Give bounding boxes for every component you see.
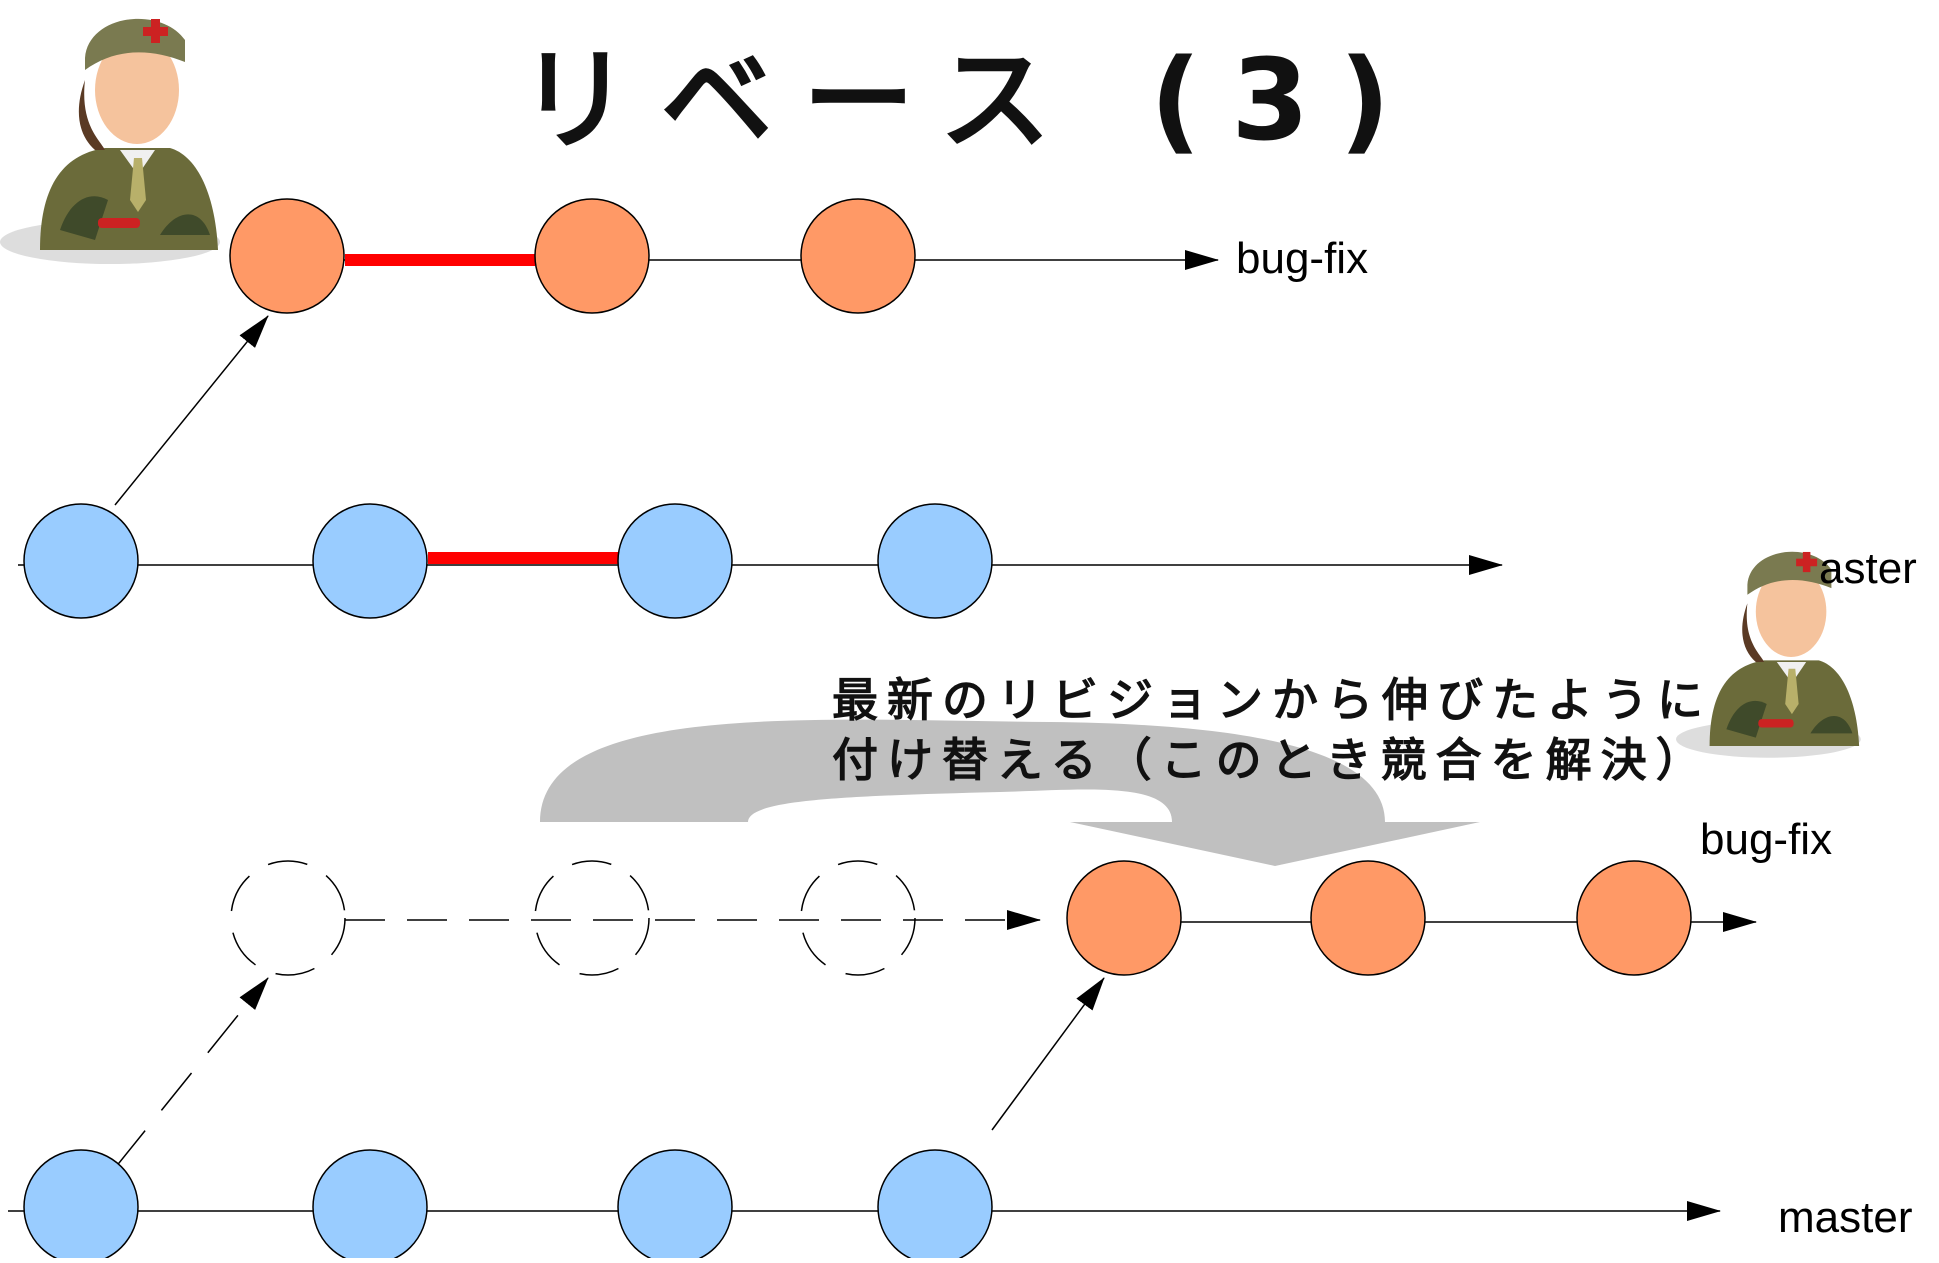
branch-label-master-bottom: master — [1778, 1193, 1913, 1242]
rebased-branch-arrow — [991, 977, 1105, 1131]
rebased-commit — [1310, 860, 1426, 976]
master-commit — [877, 1149, 993, 1263]
master-commit — [23, 1149, 139, 1263]
rebase-note-line1: 最新のリビジョンから伸びたように — [832, 673, 1712, 727]
master-commit — [312, 1149, 428, 1263]
master-commit — [23, 503, 139, 619]
bugfix-commit — [229, 198, 345, 314]
developer-avatar-icon — [1676, 551, 1861, 758]
ghost-commit — [534, 860, 650, 976]
master-commit — [617, 503, 733, 619]
master-commit — [312, 503, 428, 619]
master-bottom-commits — [23, 1149, 993, 1263]
bugfix-commit — [534, 198, 650, 314]
master-top-commits — [23, 503, 993, 619]
branch-label-bugfix-top: bug-fix — [1236, 234, 1369, 283]
ghost-commit — [230, 860, 346, 976]
bugfix-bottom-commits — [1066, 860, 1692, 976]
master-commit — [617, 1149, 733, 1263]
branch-label-master-top: aster — [1819, 544, 1917, 593]
rebased-commit — [1576, 860, 1692, 976]
page-title: リベース (3) — [518, 36, 1421, 166]
ghost-commit — [800, 860, 916, 976]
rebase-note-line2: 付け替える（このとき競合を解決） — [832, 733, 1711, 787]
bugfix-commit — [800, 198, 916, 314]
master-commit — [877, 503, 993, 619]
ghost-branch-arrow — [114, 977, 269, 1169]
branch-label-bugfix-bottom: bug-fix — [1700, 815, 1833, 864]
rebase-note: 最新のリビジョンから伸びたように 付け替える（このとき競合を解決） — [832, 670, 1712, 790]
bugfix-top-commits — [229, 198, 916, 314]
branch-point-arrow-top — [114, 315, 269, 506]
rebase-curved-arrow — [540, 719, 1480, 866]
old-commit-ghosts — [230, 860, 916, 976]
rebased-commit — [1066, 860, 1182, 976]
developer-avatar-icon — [0, 18, 220, 264]
